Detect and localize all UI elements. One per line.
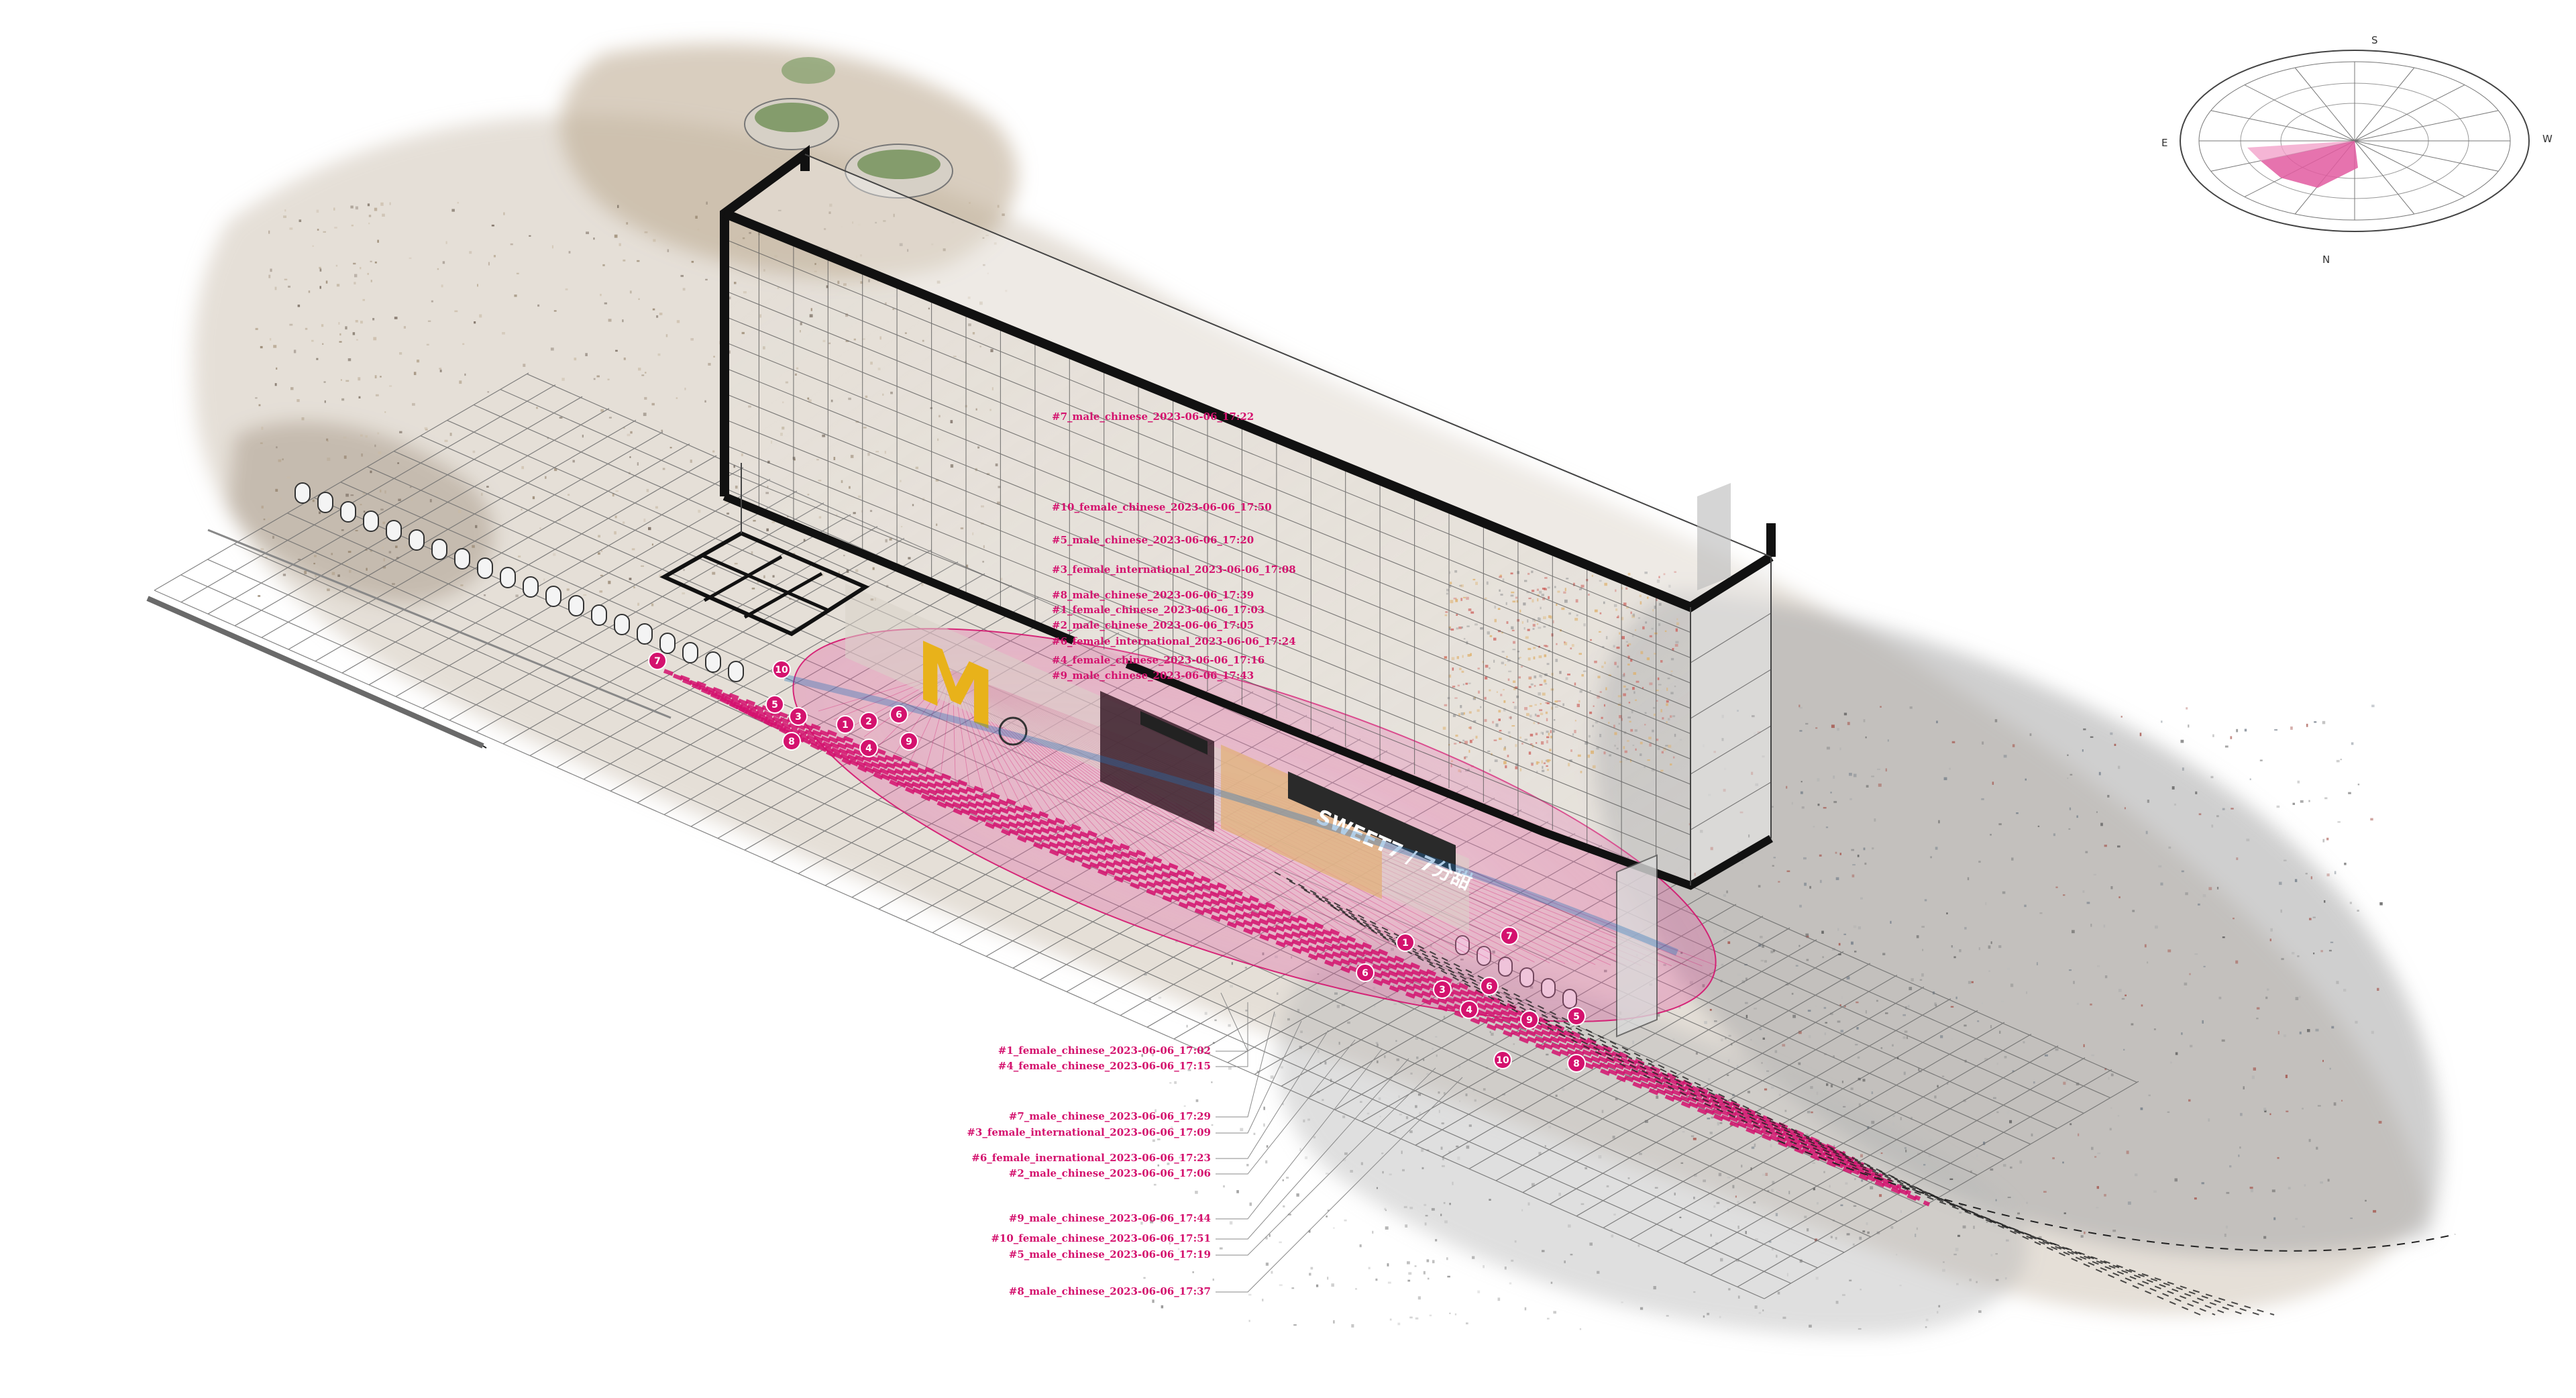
trajectory-marker-number: 6: [896, 710, 902, 720]
compass-east-label: E: [2161, 137, 2167, 149]
upper-trajectory-label: #6_female_international_2023-06-06_17:24: [1052, 635, 1296, 647]
compass-south-label: S: [2371, 34, 2378, 46]
trajectory-marker-number: 9: [906, 737, 912, 747]
trajectory-marker-number: 3: [1439, 985, 1446, 996]
trajectory-marker-number: 5: [771, 700, 778, 710]
trajectory-marker: [1493, 1051, 1512, 1069]
trajectory-marker: [1460, 1000, 1479, 1019]
trajectory-marker: [789, 707, 808, 726]
lower-trajectory-label: #4_female_chinese_2023-06-06_17:15: [998, 1060, 1211, 1072]
trajectory-marker: [859, 712, 878, 731]
trajectory-marker: [1500, 926, 1519, 945]
trajectory-start-markers: 7 10 5 3 8 1 2 6 4 9: [648, 651, 918, 757]
trajectory-marker-number: 5: [1573, 1012, 1580, 1022]
trajectory-marker-number: 9: [1526, 1015, 1533, 1026]
point-cloud-speckles: [255, 201, 2383, 1330]
trajectory-marker: [772, 660, 791, 679]
trajectory-marker-number: 6: [1362, 968, 1368, 979]
upper-trajectory-label: #8_male_chinese_2023-06-06_17:39: [1052, 589, 1254, 601]
upper-trajectory-label: #9_male_chinese_2023-06-06_17:43: [1052, 669, 1254, 682]
planters: [744, 57, 953, 199]
upper-trajectory-label: #4_female_chinese_2023-06-06_17:16: [1052, 654, 1265, 666]
lower-trajectory-label: #7_male_chinese_2023-06-06_17:29: [1008, 1110, 1211, 1122]
trajectory-marker-number: 7: [1506, 931, 1513, 942]
trajectory-marker: [1480, 977, 1499, 996]
compass-west-label: W: [2542, 133, 2553, 145]
trajectory-marker: [1433, 980, 1452, 999]
trajectory-marker: [765, 695, 784, 714]
upper-trajectory-label: #1_female_chinese_2023-06-06_17:03: [1052, 604, 1265, 616]
trajectory-end-markers: 1 7 6 3 6 4 9 5 10 8: [1356, 926, 1586, 1073]
lower-trajectory-label: #3_female_international_2023-06-06_17:09: [967, 1126, 1211, 1138]
trajectory-marker: [836, 715, 855, 734]
lower-trajectory-label: #6_female_inernational_2023-06-06_17:23: [971, 1152, 1211, 1164]
lower-trajectory-label: #8_male_chinese_2023-06-06_17:37: [1008, 1285, 1211, 1297]
compass-north-label: N: [2322, 254, 2330, 266]
lower-trajectory-label: #10_female_chinese_2023-06-06_17:51: [991, 1232, 1211, 1244]
trajectory-marker-number: 1: [842, 720, 849, 731]
trajectory-marker: [1396, 933, 1415, 952]
trajectory-marker: [1567, 1007, 1586, 1026]
lower-trajectory-label: #2_male_chinese_2023-06-06_17:06: [1008, 1167, 1211, 1179]
upper-trajectory-label: #10_female_chinese_2023-06-06_17:50: [1052, 501, 1272, 513]
trajectory-marker: [890, 705, 908, 724]
trajectory-marker: [859, 739, 878, 757]
street-curb-rail: [146, 529, 672, 749]
building-volume: [659, 145, 1776, 1038]
trajectory-marker: [648, 651, 667, 670]
trajectory-marker-number: 8: [788, 737, 795, 747]
trajectory-marker: [1567, 1054, 1586, 1073]
compass-rose: [2180, 50, 2530, 232]
lower-trajectory-label: #9_male_chinese_2023-06-06_17:44: [1008, 1212, 1211, 1224]
trajectory-marker: [900, 732, 918, 751]
label-leader-lines: [1216, 992, 1463, 1293]
trajectory-marker-number: 3: [795, 712, 802, 722]
trajectory-marker-number: 2: [865, 716, 872, 727]
upper-trajectory-label: #5_male_chinese_2023-06-06_17:20: [1052, 534, 1254, 546]
trajectory-marker-number: 4: [1466, 1005, 1472, 1016]
lower-trajectory-label: #5_male_chinese_2023-06-06_17:19: [1008, 1248, 1211, 1260]
lower-trajectory-label: #1_female_chinese_2023-06-06_17:02: [998, 1044, 1211, 1057]
trajectory-marker: [782, 732, 801, 751]
trajectory-marker-number: 10: [1496, 1055, 1509, 1066]
trajectory-marker-number: 4: [865, 743, 872, 754]
trajectory-marker-number: 1: [1402, 938, 1409, 949]
upper-trajectory-label: #3_female_international_2023-06-06_17:08: [1052, 563, 1296, 576]
upper-trajectory-label: #2_male_chinese_2023-06-06_17:05: [1052, 619, 1254, 631]
pedestrian-trajectories: [663, 669, 2456, 1315]
trajectory-marker-number: 8: [1573, 1059, 1580, 1069]
trajectory-marker-number: 7: [654, 656, 661, 667]
trajectory-marker: [1520, 1010, 1539, 1029]
trajectory-marker-number: 6: [1486, 981, 1493, 992]
trajectory-marker: [1356, 963, 1375, 982]
trajectory-marker-number: 10: [775, 665, 788, 676]
upper-trajectory-label: #7_male_chinese_2023-06-06_17:22: [1052, 411, 1254, 423]
